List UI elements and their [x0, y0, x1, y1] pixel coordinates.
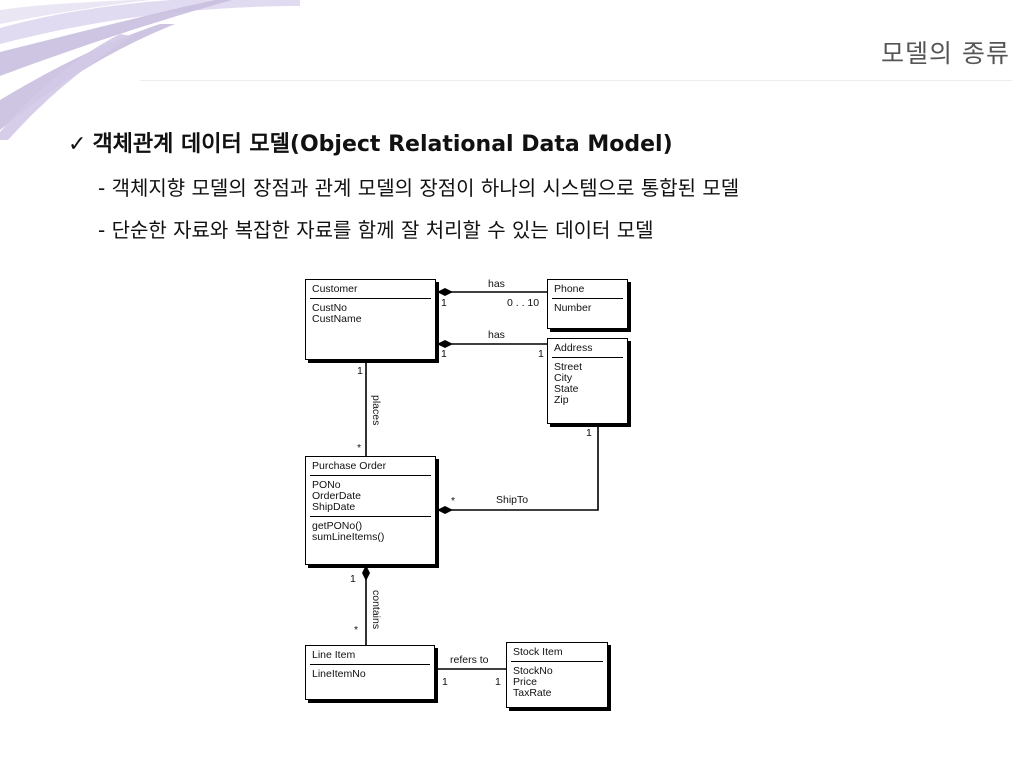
class-purchase-order: Purchase Order PONo OrderDate ShipDate g… [305, 456, 436, 565]
multiplicity-label: 0 . . 10 [507, 297, 540, 309]
attribute: PONo [312, 479, 341, 491]
multiplicity-label: 1 [350, 573, 356, 585]
multiplicity-label: 1 [441, 297, 447, 309]
multiplicity-label: 1 [495, 676, 501, 688]
composition-diamond-icon [437, 288, 453, 296]
decorative-swoosh [0, 0, 300, 140]
association-label: refers to [450, 654, 489, 666]
operation: getPONo() [312, 520, 363, 532]
title-divider [140, 80, 1012, 81]
multiplicity-label: * [451, 495, 456, 507]
attribute: OrderDate [312, 490, 362, 502]
class-line-item: Line Item LineItemNo [305, 645, 435, 700]
attribute: ShipDate [312, 501, 356, 513]
class-name: Address [554, 342, 593, 354]
class-phone: Phone Number [547, 279, 628, 329]
multiplicity-label: * [357, 442, 362, 454]
composition-diamond-icon [437, 506, 453, 514]
class-attributes: Number [552, 298, 623, 317]
association-address-po [437, 424, 599, 511]
composition-diamond-icon [362, 565, 370, 581]
class-attributes: PONo OrderDate ShipDate [310, 475, 431, 516]
association-label: has [488, 278, 505, 290]
class-address: Address Street City State Zip [547, 338, 628, 424]
class-name: Phone [554, 283, 585, 295]
attribute: CustName [312, 313, 362, 325]
association-label: has [488, 329, 505, 341]
class-name: Line Item [312, 649, 356, 661]
association-label: contains [370, 590, 382, 630]
heading-korean: 객체관계 데이터 모델 [92, 132, 290, 157]
class-customer: Customer CustNo CustName [305, 279, 436, 360]
class-attributes: StockNo Price TaxRate [511, 661, 603, 702]
operation: sumLineItems() [312, 531, 385, 543]
attribute: State [554, 383, 579, 395]
attribute: Price [513, 676, 537, 688]
attribute: Street [554, 361, 583, 373]
heading-english: (Object Relational Data Model) [289, 132, 673, 157]
multiplicity-label: 1 [586, 427, 592, 439]
section-heading: ✓객체관계 데이터 모델(Object Relational Data Mode… [68, 126, 673, 158]
checkmark-icon: ✓ [68, 132, 87, 157]
association-label: ShipTo [496, 494, 529, 506]
association-label: places [370, 395, 382, 426]
multiplicity-label: 1 [442, 676, 448, 688]
class-name: Stock Item [513, 646, 563, 658]
class-attributes: CustNo CustName [310, 298, 431, 328]
multiplicity-label: 1 [441, 348, 447, 360]
class-stock-item: Stock Item StockNo Price TaxRate [506, 642, 608, 708]
class-operations: getPONo() sumLineItems() [310, 516, 431, 546]
class-name: Customer [312, 283, 358, 295]
bullet-item: - 단순한 자료와 복잡한 자료를 함께 잘 처리할 수 있는 데이터 모델 [98, 218, 654, 242]
slide-title: 모델의 종류 [881, 39, 1010, 68]
attribute: Number [554, 302, 592, 314]
class-attributes: LineItemNo [310, 664, 430, 683]
attribute: Zip [554, 394, 569, 406]
bullet-item: - 객체지향 모델의 장점과 관계 모델의 장점이 하나의 시스템으로 통합된 … [98, 176, 740, 200]
attribute: TaxRate [513, 687, 552, 699]
class-attributes: Street City State Zip [552, 357, 623, 409]
multiplicity-label: 1 [357, 365, 363, 377]
class-name: Purchase Order [312, 460, 387, 472]
attribute: LineItemNo [312, 668, 366, 680]
attribute: StockNo [513, 665, 553, 677]
attribute: CustNo [312, 302, 348, 314]
multiplicity-label: * [354, 624, 359, 636]
attribute: City [554, 372, 573, 384]
composition-diamond-icon [437, 340, 453, 348]
multiplicity-label: 1 [538, 348, 544, 360]
